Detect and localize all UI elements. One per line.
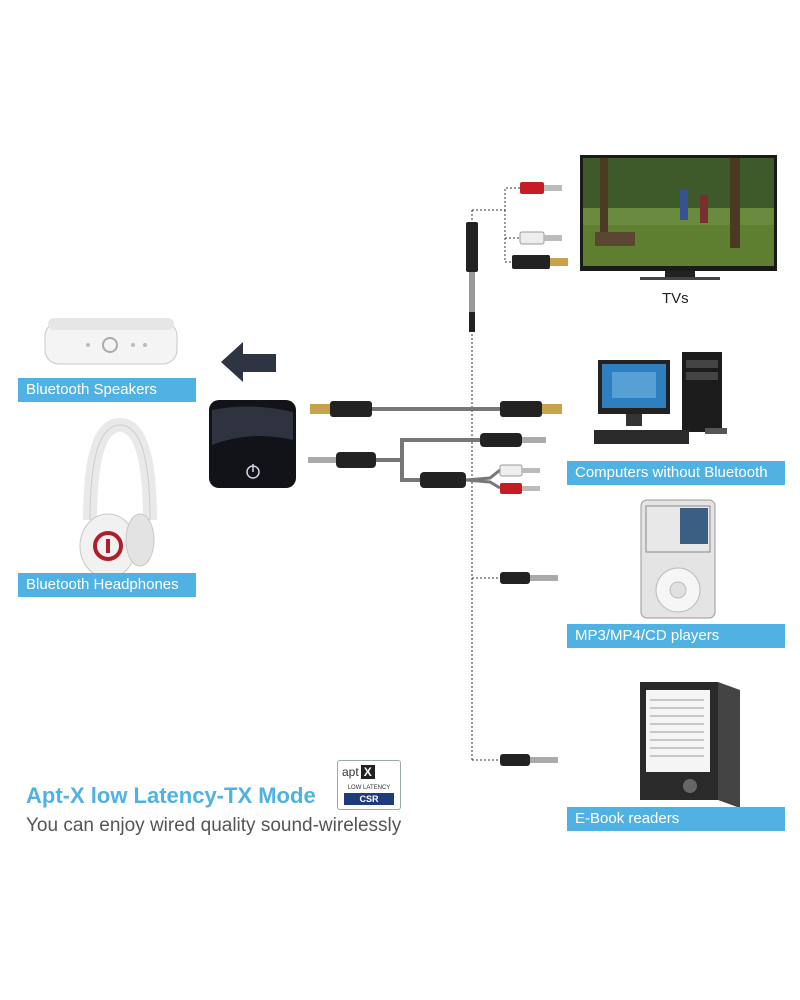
optical-cable [310,401,562,417]
aptx-mark: X [360,765,375,779]
headphones-illustration [79,417,157,579]
label-mp3-players: MP3/MP4/CD players [567,624,785,648]
aptx-tagline: LOW LATENCY [347,785,391,791]
aux-split-cable [308,433,546,494]
label-ebook-readers: E-Book readers [567,807,785,831]
csr-chip: CSR [344,793,394,805]
headline: Apt-X low Latency-TX Mode [26,783,316,808]
rca-red-plug [520,182,562,194]
arrow-left-icon [221,342,276,382]
power-icon [246,464,260,479]
dotted-connector [471,187,520,761]
transmitter-device [209,400,296,488]
speaker-illustration [44,318,178,365]
optical-plug-tv [512,255,568,269]
tv-illustration [580,155,777,280]
computer-illustration [594,352,727,444]
subline: You can enjoy wired quality sound-wirele… [26,815,402,836]
label-tvs: TVs [662,290,689,307]
label-bluetooth-headphones: Bluetooth Headphones [18,573,196,597]
jack-plug-ebook [500,754,558,766]
rca-white-plug [519,231,562,245]
label-computers: Computers without Bluetooth [567,461,785,485]
ebook-reader-illustration [640,682,740,808]
vertical-jack-plug [466,222,478,332]
label-bluetooth-speakers: Bluetooth Speakers [18,378,196,402]
jack-plug-mp3 [500,572,558,584]
mp3-player-illustration [640,499,716,619]
